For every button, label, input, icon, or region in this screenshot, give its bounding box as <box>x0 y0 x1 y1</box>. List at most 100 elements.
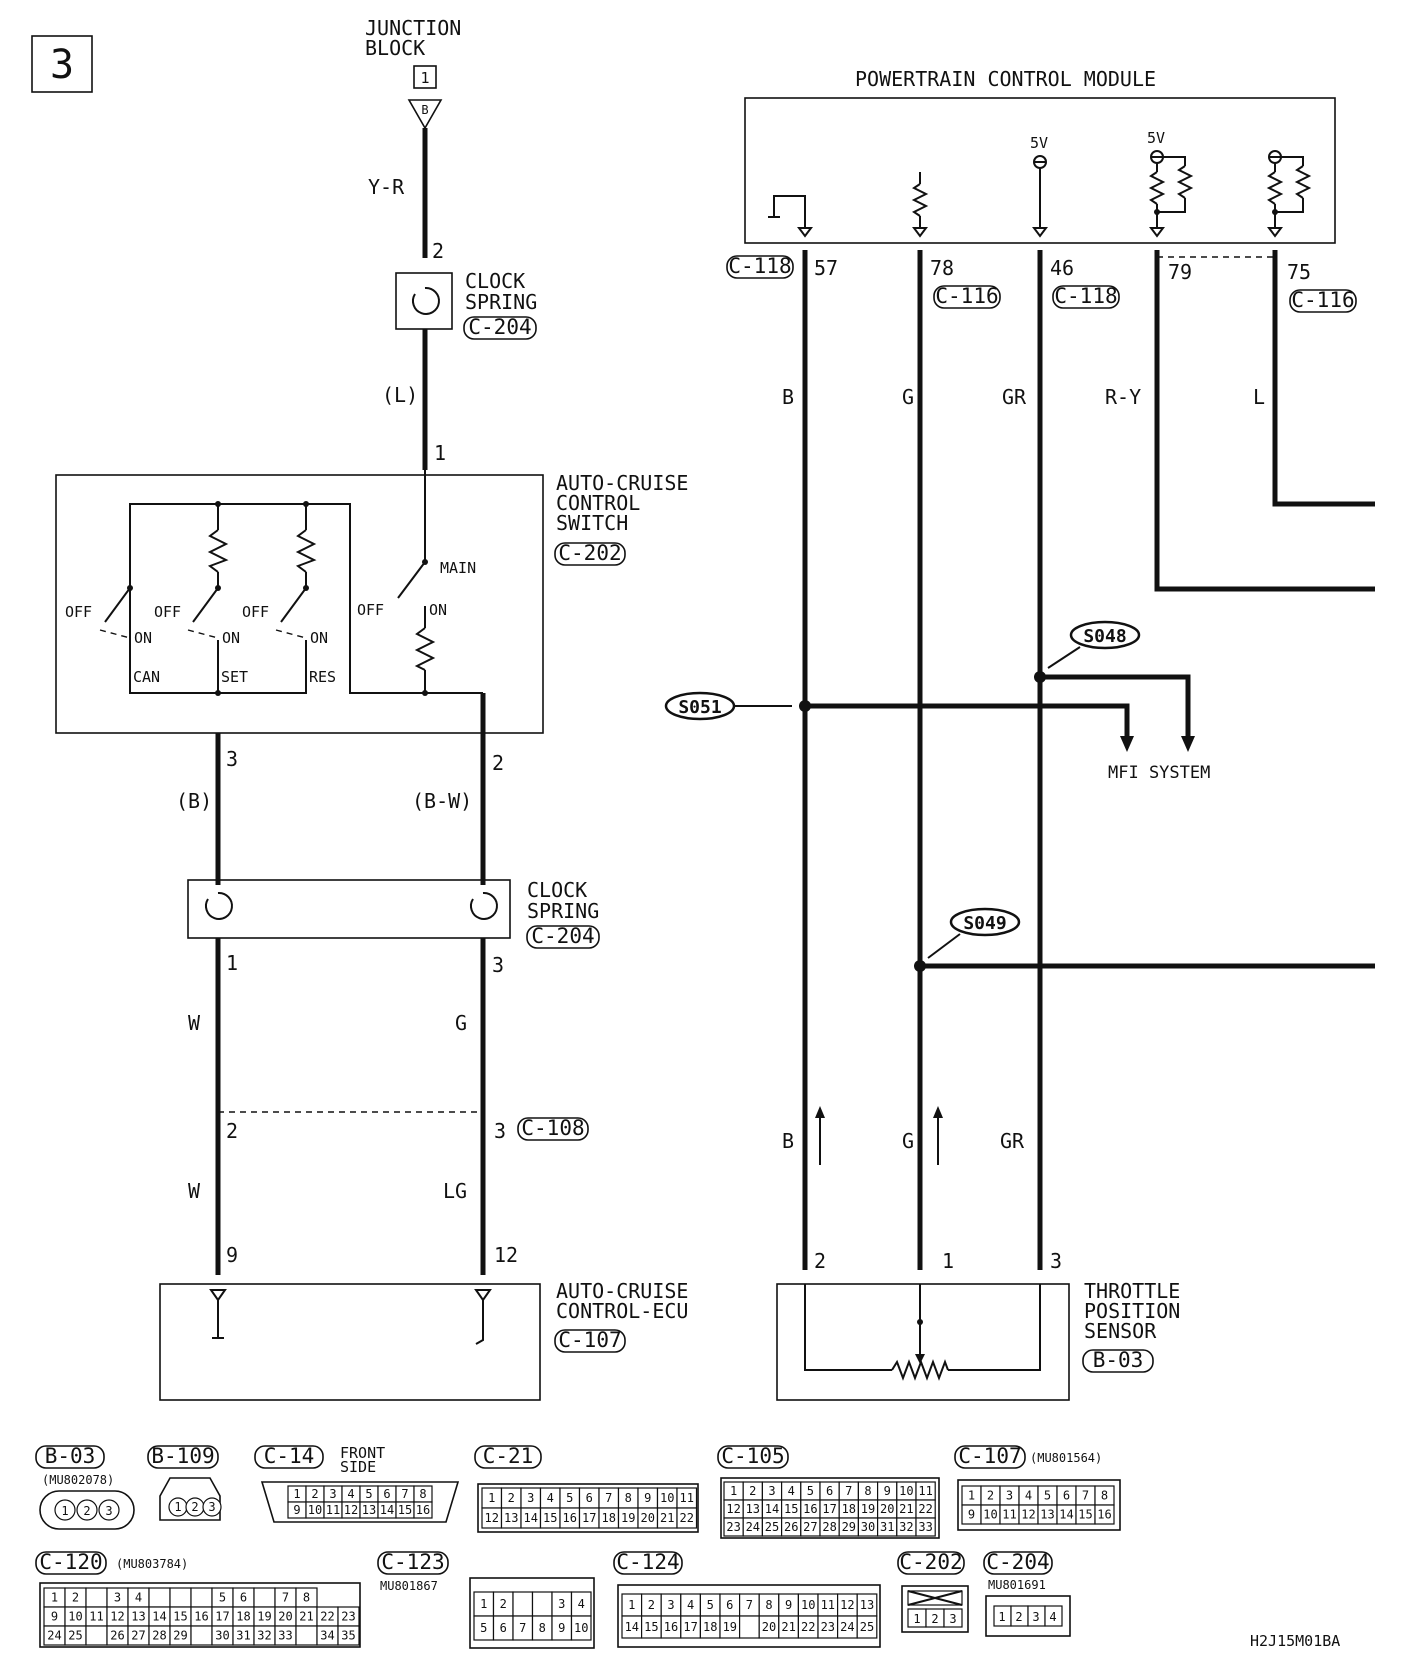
wire-label-lg: LG <box>443 1179 467 1203</box>
pin-number: 22 <box>320 1610 334 1624</box>
pin-number: 3 <box>1006 1489 1013 1503</box>
pin-number: 11 <box>1002 1508 1016 1522</box>
tps-pin-3: 3 <box>1050 1249 1062 1273</box>
pin-number: 5 <box>566 1491 573 1505</box>
pin-number: 7 <box>401 1487 408 1501</box>
pcm-c118a-oval <box>726 255 794 279</box>
pin-number: 22 <box>918 1502 932 1516</box>
pin-number: 13 <box>860 1598 874 1612</box>
pin-number: 6 <box>240 1591 247 1605</box>
pin-cell <box>738 1615 760 1639</box>
c105-body <box>720 1477 940 1539</box>
pin-switch-2: 2 <box>492 751 504 775</box>
pin-number: 21 <box>660 1511 674 1525</box>
pin-number: 2 <box>987 1489 994 1503</box>
pin-number: 22 <box>801 1620 815 1634</box>
c204-pins: 1 2 3 4 <box>993 1605 1063 1627</box>
c202-pin: 1 <box>913 1612 920 1626</box>
pin-number: 11 <box>918 1484 932 1498</box>
switch-conn-oval <box>554 542 626 566</box>
wire-l-right <box>1272 250 1375 507</box>
pin-number: 9 <box>51 1610 58 1624</box>
pin-number: 6 <box>383 1487 390 1501</box>
pin-number: 6 <box>586 1491 593 1505</box>
wire-ry <box>1154 250 1375 592</box>
b03-oval <box>35 1445 105 1469</box>
switch-main: MAIN <box>440 559 476 577</box>
pin-switch-3: 3 <box>226 747 238 771</box>
splice-s049: S049 <box>963 913 1006 934</box>
switch-internal-circuit <box>99 470 483 696</box>
switch-label-line2: CONTROL <box>556 491 640 515</box>
c14-name: C-14 <box>264 1444 315 1468</box>
pin-number: 7 <box>605 1491 612 1505</box>
pcm-c118b: C-118 <box>1054 284 1117 308</box>
tps-label-line1: THROTTLE <box>1084 1279 1180 1303</box>
junction-terminal-label: B <box>421 103 428 117</box>
wire-label-b-right: B <box>782 385 794 409</box>
pin-number: 13 <box>131 1610 145 1624</box>
pin-number: 8 <box>765 1598 772 1612</box>
splice-s051: S051 <box>678 697 721 718</box>
wire-label-g1: G <box>455 1011 467 1035</box>
pin-number: 5 <box>707 1598 714 1612</box>
c14-note-line1: FRONT <box>340 1444 385 1462</box>
ecu-internal <box>209 1289 492 1345</box>
s048-leader <box>1047 646 1081 669</box>
pin-number: 20 <box>641 1511 655 1525</box>
pin-number: 9 <box>884 1484 891 1498</box>
junction-terminal-triangle <box>407 99 443 130</box>
clock-spring-top-conn-oval <box>463 316 537 340</box>
c202-body <box>901 1585 969 1633</box>
pin-cell <box>531 1591 553 1617</box>
wire-label-b2: B <box>782 1129 794 1153</box>
c204-part: MU801691 <box>988 1578 1046 1592</box>
pin-number: 2 <box>311 1487 318 1501</box>
wire-label-bw-paren: (B-W) <box>412 789 472 813</box>
pin-number: 14 <box>152 1610 166 1624</box>
pcm-c116b-oval <box>1289 289 1357 313</box>
pin-number: 8 <box>539 1621 546 1635</box>
pin-number: 12 <box>840 1598 854 1612</box>
pin-number: 16 <box>416 1503 430 1517</box>
c21-name: C-21 <box>483 1444 534 1468</box>
diagram-code: H2J15M01BA <box>1250 1632 1340 1650</box>
pin-number: 3 <box>768 1484 775 1498</box>
pin-number: 1 <box>293 1487 300 1501</box>
pin-number: 19 <box>257 1610 271 1624</box>
pin-cell <box>856 1615 878 1639</box>
pin-number: 32 <box>899 1520 913 1534</box>
pin-number: 10 <box>574 1621 588 1635</box>
pin-number: 13 <box>362 1503 376 1517</box>
junction-block-label-line2: BLOCK <box>365 36 425 60</box>
clock-spring-bottom-symbol-1 <box>205 891 233 920</box>
pcm-pin-57: 57 <box>814 256 838 280</box>
pin-number: 16 <box>803 1502 817 1516</box>
pin-number: 12 <box>1021 1508 1035 1522</box>
switch-conn: C-202 <box>558 541 621 565</box>
c202-pin: 2 <box>931 1612 938 1626</box>
pin-number: 8 <box>1101 1489 1108 1503</box>
pin-cell <box>512 1591 534 1617</box>
arrow-s051 <box>1120 736 1134 752</box>
switch-on-4: ON <box>429 601 447 619</box>
c105-name: C-105 <box>721 1444 784 1468</box>
c107-part: (MU801564) <box>1030 1451 1102 1465</box>
pin-number: 21 <box>899 1502 913 1516</box>
pin-cell <box>1094 1504 1115 1525</box>
pin-number: 10 <box>660 1491 674 1505</box>
pin-number: 28 <box>152 1629 166 1643</box>
pin-clock-spring-2: 2 <box>432 239 444 263</box>
page-number: 3 <box>50 42 74 88</box>
switch-set: SET <box>221 668 248 686</box>
pin-number: 17 <box>215 1610 229 1624</box>
switch-can: CAN <box>133 668 160 686</box>
pin-number: 14 <box>1059 1508 1073 1522</box>
pin-number: 3 <box>329 1487 336 1501</box>
c105-oval <box>717 1445 789 1469</box>
clock-spring-bottom-symbol-2 <box>470 891 498 920</box>
tps-internal <box>804 1284 1041 1381</box>
c21-body <box>477 1483 699 1533</box>
